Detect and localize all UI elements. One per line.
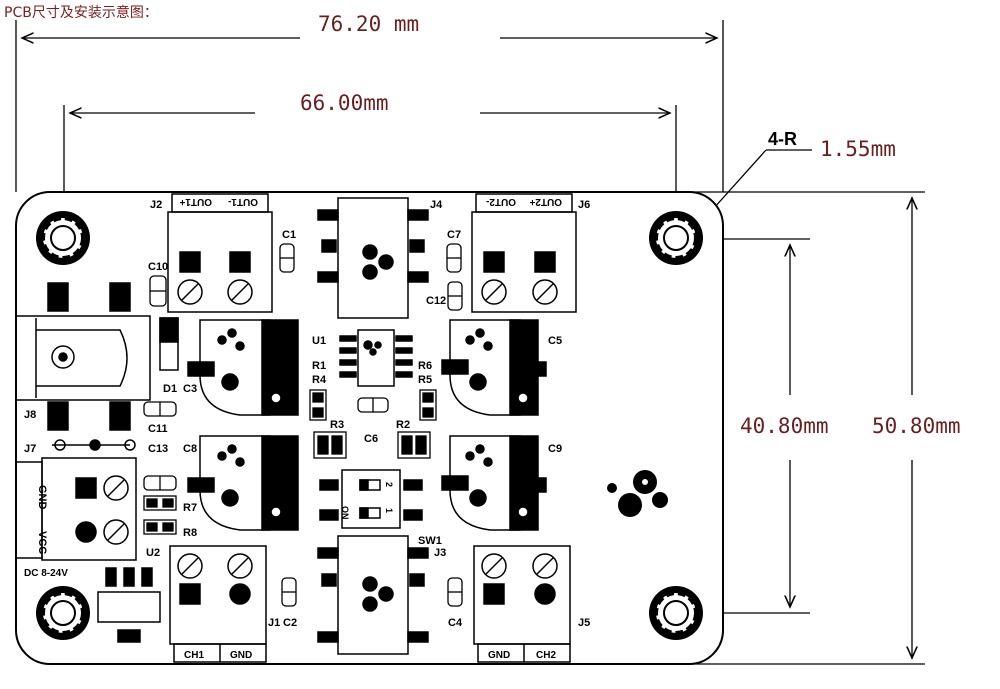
label-c13: C13 (148, 443, 168, 455)
resistor-r7 (143, 495, 177, 511)
potentiometer-j4 (317, 197, 429, 319)
potentiometer-j3 (317, 535, 429, 655)
label-dc-range: DC 8-24V (24, 568, 68, 579)
mounting-hole-top-left (36, 211, 90, 265)
label-r5: R5 (418, 374, 432, 386)
label-r8: R8 (183, 527, 197, 539)
trimpot-c3 (187, 319, 299, 416)
capacitor-c12 (447, 281, 463, 311)
label-c11: C11 (148, 423, 168, 435)
mounting-hole-bottom-right (649, 586, 703, 640)
label-u2: U2 (146, 547, 160, 559)
label-ch2: CH2 (536, 650, 556, 661)
label-j4: J4 (430, 199, 443, 211)
hole-spacing-y-label: 40.80mm (740, 414, 829, 438)
label-j1: J1 (268, 617, 280, 629)
capacitor-c11 (143, 401, 177, 417)
label-c9: C9 (548, 443, 562, 455)
dimension-overall-height (680, 191, 925, 665)
label-gnd-j5: GND (488, 650, 510, 661)
diode-d1 (159, 317, 179, 371)
label-vcc-vertical: VCC (36, 531, 48, 554)
label-ch1: CH1 (184, 650, 204, 661)
label-c7: C7 (447, 229, 461, 241)
resistor-r4 (309, 389, 327, 421)
regulator-u2 (97, 567, 161, 643)
label-d1: D1 (163, 383, 177, 395)
label-out1-plus: OUT1+ (179, 196, 212, 207)
label-c2: C2 (283, 617, 297, 629)
terminal-j6 (471, 193, 577, 313)
label-gnd-j1: GND (230, 650, 252, 661)
label-u1: U1 (312, 335, 326, 347)
hole-radius-prefix: 4-R (768, 129, 797, 149)
dimension-overall-width (15, 20, 724, 192)
label-c6: C6 (364, 433, 378, 445)
page-title: PCB尺寸及安装示意图： (4, 5, 158, 21)
terminal-j2 (167, 193, 273, 313)
label-sw-1: 1 (384, 508, 394, 513)
label-c10: C10 (148, 261, 168, 273)
terminal-j7 (15, 439, 137, 561)
label-c4: C4 (448, 617, 463, 629)
terminal-j5 (473, 545, 571, 663)
trimpot-c9 (441, 435, 547, 531)
hole-radius-value: 1.55mm (820, 137, 896, 161)
dc-jack-j8 (15, 282, 151, 431)
label-j2: J2 (150, 199, 162, 211)
label-c8: C8 (183, 443, 197, 455)
resistor-r2 (397, 431, 431, 459)
label-r2: R2 (396, 419, 410, 431)
label-out2-plus: OUT2+ (529, 196, 562, 207)
overall-height-label: 50.80mm (872, 414, 961, 438)
hole-spacing-x-label: 66.00mm (300, 91, 389, 115)
trimpot-c8 (187, 435, 299, 531)
label-r3: R3 (330, 419, 344, 431)
capacitor-c2 (281, 577, 297, 607)
label-sw-on: ON (340, 506, 350, 520)
capacitor-c13 (143, 475, 177, 491)
capacitor-c10 (149, 275, 167, 307)
label-j6: J6 (578, 199, 590, 211)
label-out1-minus: OUT1- (228, 196, 258, 207)
mounting-hole-bottom-left (36, 586, 90, 640)
terminal-j1 (169, 545, 267, 663)
label-c5: C5 (548, 335, 562, 347)
label-r7: R7 (183, 502, 197, 514)
fiducial-dots (607, 470, 668, 517)
label-j3: J3 (434, 547, 446, 559)
trimpot-c5 (441, 319, 547, 416)
label-out2-minus: OUT2- (486, 196, 516, 207)
resistor-r8 (143, 519, 177, 535)
resistor-r5 (419, 389, 437, 421)
capacitor-c6 (357, 397, 389, 413)
label-sw-2: 2 (384, 482, 394, 487)
label-r6: R6 (418, 360, 432, 372)
label-j5: J5 (578, 617, 590, 629)
label-c1: C1 (282, 229, 296, 241)
resistor-r3 (313, 431, 347, 459)
label-c3: C3 (183, 383, 197, 395)
dimension-hole-spacing-x (63, 105, 677, 205)
label-j7: J7 (24, 443, 36, 455)
capacitor-c7 (446, 243, 462, 273)
dip-switch-sw1 (319, 469, 423, 529)
label-c12: C12 (426, 295, 446, 307)
mounting-hole-top-right (649, 211, 703, 265)
capacitor-c4 (447, 577, 463, 607)
label-r4: R4 (312, 374, 327, 386)
label-j8: J8 (24, 409, 36, 421)
label-sw1: SW1 (418, 535, 442, 547)
label-gnd-vertical: GND (36, 485, 48, 510)
label-r1: R1 (312, 360, 326, 372)
ic-u1 (339, 329, 413, 387)
overall-width-label: 76.20 mm (318, 12, 419, 36)
capacitor-c1 (279, 243, 295, 273)
